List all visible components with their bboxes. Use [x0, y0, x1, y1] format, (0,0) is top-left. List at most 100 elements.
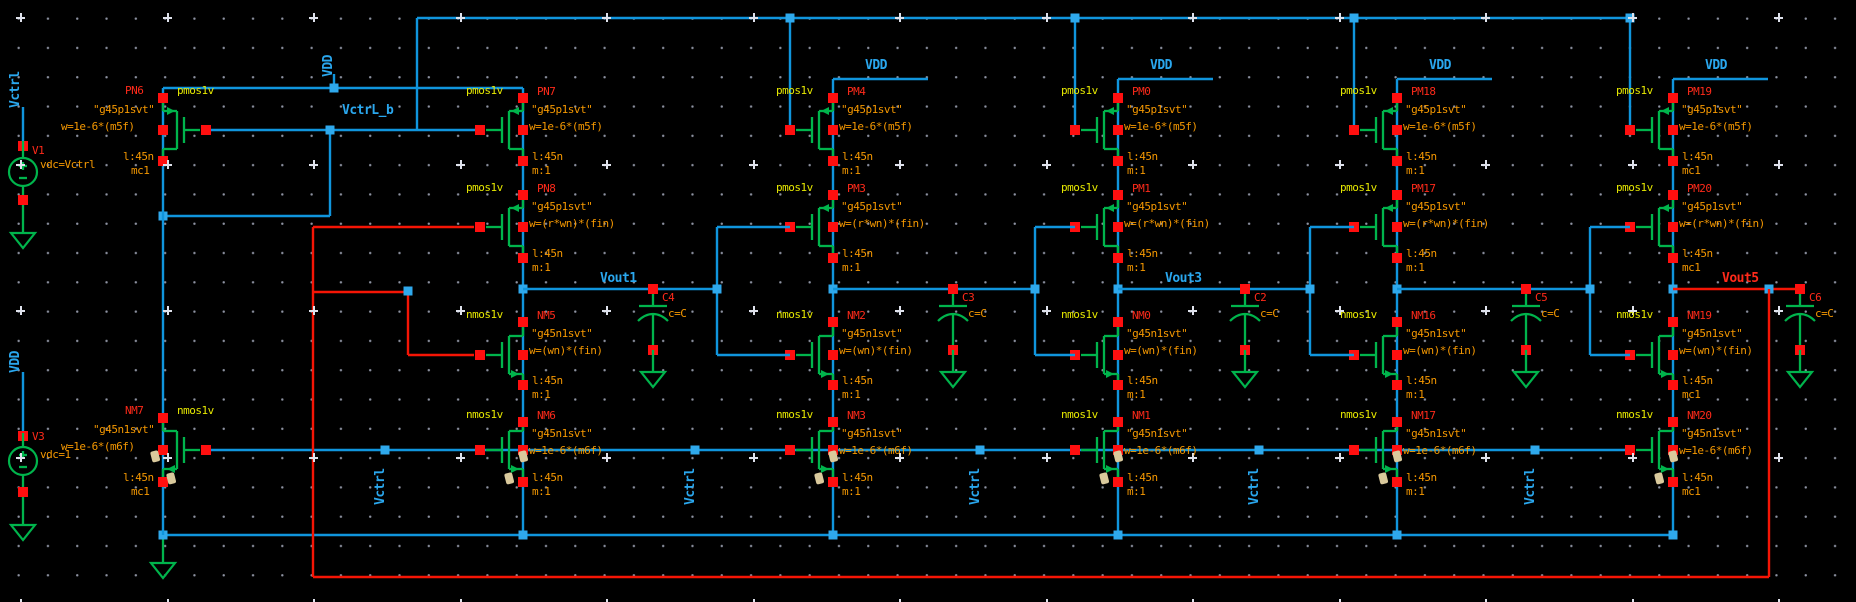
length-label[interactable]: l:45n: [842, 374, 873, 387]
PN6-pmos-arrow[interactable]: [167, 107, 175, 115]
cap-value-label[interactable]: c=C: [668, 307, 687, 320]
PM1-pin[interactable]: [1113, 253, 1123, 263]
net-label-vdd[interactable]: VDD: [321, 55, 336, 77]
length-label[interactable]: l:45n: [842, 247, 873, 260]
model-label[interactable]: "g45p1svt": [841, 103, 903, 116]
model-label[interactable]: "g45p1svt": [1126, 200, 1188, 213]
mult-label[interactable]: m:1: [1406, 164, 1425, 177]
cap-value-label[interactable]: c=C: [968, 307, 987, 320]
NM16-nmos-arrow[interactable]: [1385, 370, 1393, 378]
model-label[interactable]: "g45n1svt": [1126, 427, 1188, 440]
instance-name-label[interactable]: PM0: [1132, 85, 1151, 98]
mult-label[interactable]: m:1: [842, 164, 861, 177]
model-label[interactable]: "g45n1svt": [1681, 427, 1743, 440]
v3-pin[interactable]: [18, 487, 28, 497]
cap-value-label[interactable]: c=C: [1541, 307, 1560, 320]
length-label[interactable]: l:45n: [1127, 471, 1158, 484]
NM16-pin[interactable]: [1392, 317, 1402, 327]
mult-label[interactable]: mc1: [1682, 485, 1701, 498]
wire-junction[interactable]: [1668, 530, 1678, 540]
PN6-pin[interactable]: [158, 156, 168, 166]
NM3-pin[interactable]: [828, 477, 838, 487]
wire-junction[interactable]: [380, 445, 390, 455]
wire-junction[interactable]: [518, 530, 528, 540]
instance-name-label[interactable]: NM19: [1687, 309, 1712, 322]
mult-label[interactable]: m:1: [1406, 261, 1425, 274]
cell-name-label[interactable]: nmos1v: [466, 408, 503, 421]
length-label[interactable]: l:45n: [1406, 471, 1437, 484]
NM5-pin[interactable]: [518, 350, 528, 360]
instance-name-label[interactable]: PM18: [1411, 85, 1436, 98]
mult-label[interactable]: mc1: [131, 164, 150, 177]
NM0-pin[interactable]: [1113, 380, 1123, 390]
mult-label[interactable]: m:1: [842, 261, 861, 274]
PN8-pin[interactable]: [518, 190, 528, 200]
net-label-vout1[interactable]: Vout1: [600, 271, 637, 286]
PN8-pmos-arrow[interactable]: [511, 204, 519, 212]
NM0-nmos-arrow[interactable]: [1106, 370, 1114, 378]
PN6-gate-pin[interactable]: [201, 125, 211, 135]
NM5-gate-pin[interactable]: [475, 350, 485, 360]
width-label[interactable]: w=1e-6*(m5f): [529, 120, 603, 133]
instance-name-label[interactable]: NM7: [125, 404, 144, 417]
wire-junction[interactable]: [1305, 284, 1315, 294]
net-label-vdd[interactable]: VDD: [1429, 58, 1451, 73]
PN7-gate-pin[interactable]: [475, 125, 485, 135]
cell-name-label[interactable]: nmos1v: [1340, 308, 1377, 321]
bulk-mark[interactable]: [1378, 472, 1388, 485]
NM5-nmos-arrow[interactable]: [511, 370, 519, 378]
cell-name-label[interactable]: pmos1v: [1340, 84, 1377, 97]
bulk-mark[interactable]: [814, 472, 824, 485]
model-label[interactable]: "g45p1svt": [93, 103, 155, 116]
NM6-pin[interactable]: [518, 445, 528, 455]
wire-junction[interactable]: [1030, 284, 1040, 294]
width-label[interactable]: w=(r*wn)*(fin): [1403, 217, 1489, 230]
mult-label[interactable]: m:1: [1127, 164, 1146, 177]
PM4-pmos-arrow[interactable]: [821, 107, 829, 115]
NM1-pin[interactable]: [1113, 417, 1123, 427]
ground-symbol[interactable]: [8, 231, 38, 250]
source-value-v3[interactable]: vdc=1: [40, 448, 71, 461]
mult-label[interactable]: m:1: [532, 485, 551, 498]
width-label[interactable]: w=1e-6*(m6f): [839, 444, 913, 457]
NM20-pin[interactable]: [1668, 477, 1678, 487]
PM17-pin[interactable]: [1392, 190, 1402, 200]
mult-label[interactable]: mc1: [1682, 164, 1701, 177]
PM20-pin[interactable]: [1668, 222, 1678, 232]
source-value-v1[interactable]: vdc=Vctrl: [40, 158, 96, 171]
NM19-pin[interactable]: [1668, 317, 1678, 327]
NM20-nmos-arrow[interactable]: [1661, 465, 1669, 473]
PM0-pin[interactable]: [1113, 156, 1123, 166]
width-label[interactable]: w=(wn)*(fin): [1124, 344, 1198, 357]
NM20-pin[interactable]: [1668, 417, 1678, 427]
NM19-nmos-arrow[interactable]: [1661, 370, 1669, 378]
mult-label[interactable]: m:1: [1127, 261, 1146, 274]
instance-name-label[interactable]: PM20: [1687, 182, 1712, 195]
NM19-pin[interactable]: [1668, 380, 1678, 390]
NM5-pin[interactable]: [518, 317, 528, 327]
width-label[interactable]: w=1e-6*(m6f): [1124, 444, 1198, 457]
NM17-pin[interactable]: [1392, 477, 1402, 487]
cell-name-label[interactable]: nmos1v: [1340, 408, 1377, 421]
net-label-vctrlb[interactable]: VctrL_b: [342, 103, 394, 118]
mult-label[interactable]: mc1: [1682, 261, 1701, 274]
NM16-pin[interactable]: [1392, 380, 1402, 390]
wire-junction[interactable]: [712, 284, 722, 294]
instance-name-label[interactable]: PN7: [537, 85, 556, 98]
model-label[interactable]: "g45n1svt": [531, 327, 593, 340]
wire-junction[interactable]: [1392, 530, 1402, 540]
PM17-pmos-arrow[interactable]: [1385, 204, 1393, 212]
mult-label[interactable]: m:1: [532, 261, 551, 274]
width-label[interactable]: w=1e-6*(m5f): [839, 120, 913, 133]
PN7-pmos-arrow[interactable]: [511, 107, 519, 115]
cell-name-label[interactable]: nmos1v: [1616, 408, 1653, 421]
ground-symbol[interactable]: [1511, 370, 1541, 389]
cell-name-label[interactable]: pmos1v: [1616, 84, 1653, 97]
wire-junction[interactable]: [785, 13, 795, 23]
width-label[interactable]: w=1e-6*(m6f): [529, 444, 603, 457]
NM7-gate-pin[interactable]: [201, 445, 211, 455]
width-label[interactable]: w=(wn)*(fin): [529, 344, 603, 357]
mult-label[interactable]: mc1: [1682, 388, 1701, 401]
net-label-vdd[interactable]: VDD: [1705, 58, 1727, 73]
model-label[interactable]: "g45p1svt": [1126, 103, 1188, 116]
